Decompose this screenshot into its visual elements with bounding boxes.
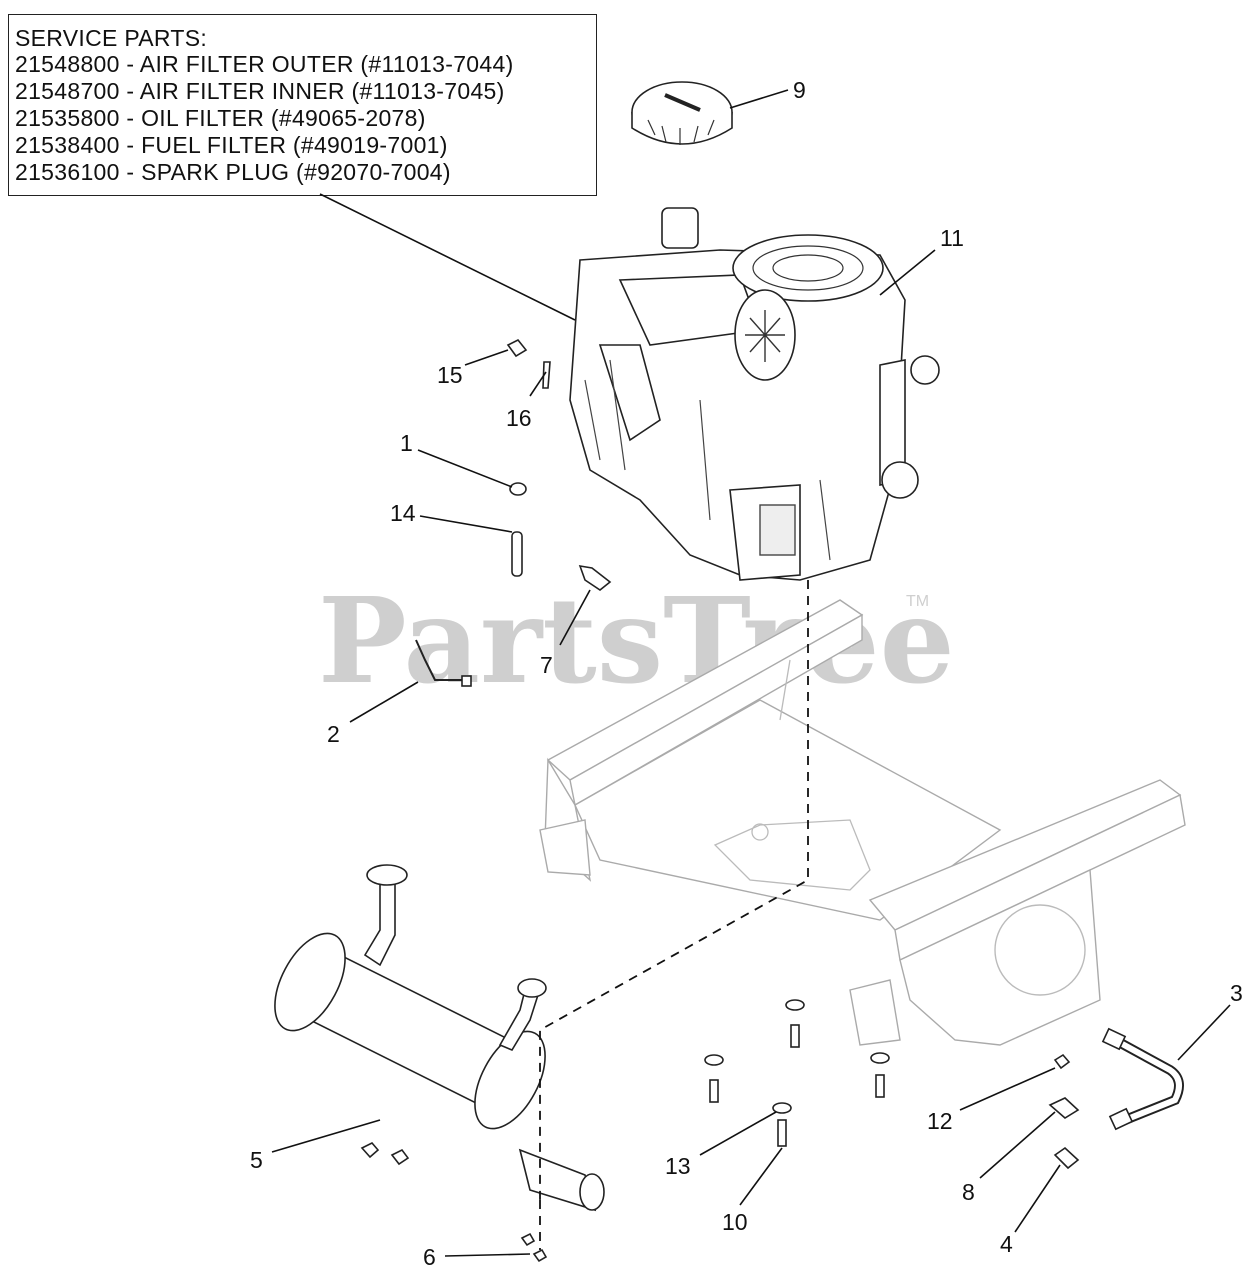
service-part-item: 21538400 - FUEL FILTER (#49019-7001): [15, 132, 448, 158]
bolt-15: [506, 338, 528, 358]
alignment-dashed-line: [539, 580, 809, 1250]
callout-14: 14: [390, 500, 416, 526]
service-part-item: 21548800 - AIR FILTER OUTER (#11013-7044…: [15, 51, 514, 77]
wire-2: [415, 639, 472, 687]
service-part-item: 21535800 - OIL FILTER (#49065-2078): [15, 105, 426, 131]
mower-frame: [539, 599, 1186, 1046]
callout-10: 10: [722, 1209, 748, 1235]
muffler-5: [274, 864, 605, 1212]
callout-12: 12: [927, 1108, 953, 1134]
callout-1: 1: [400, 430, 413, 456]
callout-9: 9: [793, 77, 806, 103]
callout-13: 13: [665, 1153, 691, 1179]
callout-11: 11: [940, 225, 964, 251]
callout-15: 15: [437, 362, 463, 388]
callout-4: 4: [1000, 1231, 1013, 1257]
mounting-hardware: [520, 999, 1080, 1263]
bracket-7: [578, 564, 612, 591]
callout-8: 8: [962, 1179, 975, 1205]
callout-numbers: 1 2 3 4 5 6 7 8 9 10 11 12 13 14 15 16: [250, 77, 1243, 1270]
fuel-line-3: [1101, 1027, 1184, 1131]
service-parts-list: 21548800 - AIR FILTER OUTER (#11013-7044…: [15, 51, 514, 186]
callout-5: 5: [250, 1147, 263, 1173]
service-part-item: 21536100 - SPARK PLUG (#92070-7004): [15, 159, 451, 185]
screw-16: [542, 361, 551, 389]
callout-2: 2: [327, 721, 340, 747]
callout-16: 16: [506, 405, 532, 431]
hose-14: [511, 531, 523, 577]
air-filter-cap: [631, 81, 733, 145]
service-parts-box: SERVICE PARTS: 21548800 - AIR FILTER OUT…: [8, 14, 597, 196]
callout-7: 7: [540, 652, 553, 678]
engine-illustration: [569, 207, 940, 581]
watermark-trademark: TM: [906, 593, 929, 610]
leader-lines: [271, 89, 1231, 1257]
service-part-item: 21548700 - AIR FILTER INNER (#11013-7045…: [15, 78, 505, 104]
callout-6: 6: [423, 1244, 436, 1270]
service-parts-title: SERVICE PARTS:: [15, 25, 208, 51]
callout-3: 3: [1230, 980, 1243, 1006]
clamp-1: [509, 482, 527, 496]
